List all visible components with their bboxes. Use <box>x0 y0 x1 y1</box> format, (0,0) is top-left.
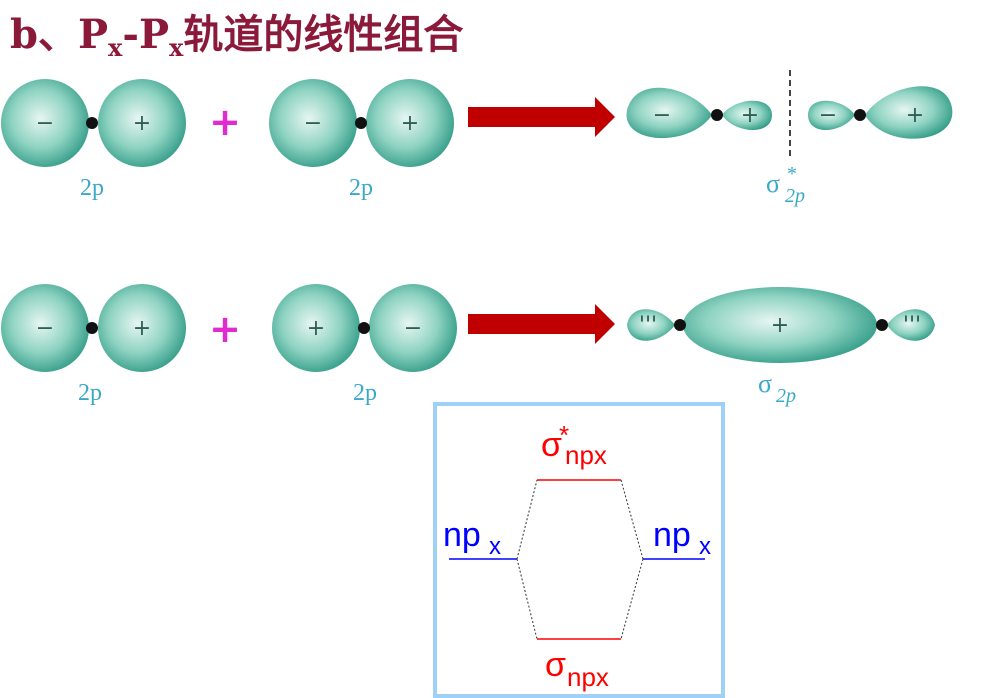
sign-minus: − <box>36 111 54 136</box>
antibonding-subscript: npx <box>565 440 607 470</box>
row1-arrow <box>468 97 615 137</box>
sign-plus: + <box>133 316 151 341</box>
arrow-head <box>595 304 615 344</box>
correlation-line <box>516 479 538 560</box>
row2-orbital1: − + 2p <box>1 284 186 406</box>
plus-operator: + <box>209 307 241 351</box>
row1-antibonding-mo: − + − + σ * 2p <box>626 70 953 207</box>
mo-energy-diagram: σ * npx np x np x σ npx <box>433 402 725 698</box>
nucleus-dot <box>674 319 686 331</box>
arrow-shaft <box>468 314 598 334</box>
sign-minus: − <box>36 316 54 341</box>
left-ao-label: np <box>443 516 481 554</box>
sign: + <box>771 313 789 338</box>
lobe-small <box>722 100 772 131</box>
lobe-positive <box>366 79 454 167</box>
lobe-large <box>865 86 953 139</box>
correlation-line <box>516 558 538 640</box>
antibonding-star: * <box>559 420 569 450</box>
nucleus-dot <box>86 322 98 334</box>
sign-minus: − <box>304 111 322 136</box>
row1-orbital2: − + 2p <box>269 79 454 201</box>
sign-plus: + <box>133 111 151 136</box>
plus-operator: + <box>209 100 241 144</box>
lobe-small <box>887 309 935 341</box>
lobe-small <box>808 100 855 131</box>
lobe-positive <box>98 79 186 167</box>
sign: ''' <box>903 313 921 338</box>
lobe-large <box>626 87 712 139</box>
sign: ''' <box>639 313 657 338</box>
antibonding-sigma: σ <box>541 426 562 464</box>
sign: + <box>906 103 924 128</box>
correlation-lines <box>516 479 644 640</box>
sign-plus: + <box>307 316 325 341</box>
label-subscript: 2p <box>776 385 796 407</box>
right-ao-subscript: x <box>699 533 711 560</box>
orbital-label: 2p <box>353 380 377 406</box>
nucleus-dot <box>711 109 723 121</box>
lobe-positive <box>272 284 360 372</box>
lobe-negative <box>1 79 89 167</box>
bonding-subscript: npx <box>567 662 609 692</box>
orbital-label: 2p <box>78 380 102 406</box>
label-subscript: 2p <box>785 185 805 207</box>
nucleus-dot <box>86 117 98 129</box>
page-title: b、Px-Px轨道的线性组合 <box>10 11 464 62</box>
orbital-label: 2p <box>80 175 104 201</box>
sigma-star-label: σ <box>766 169 780 198</box>
sign: + <box>741 103 759 128</box>
lobe-negative <box>1 284 89 372</box>
nucleus-dot <box>358 322 370 334</box>
correlation-line <box>620 479 644 560</box>
lobe-negative <box>369 284 457 372</box>
sign: − <box>819 103 837 128</box>
bonding-sigma: σ <box>545 646 566 684</box>
lobe-central <box>683 287 877 363</box>
orbital-label: 2p <box>349 175 373 201</box>
correlation-line <box>620 558 644 640</box>
nucleus-dot <box>876 319 888 331</box>
star-mark: * <box>787 163 797 185</box>
row2-orbital2: + − 2p <box>272 284 457 406</box>
row2-bonding-mo: ''' + ''' σ 2p <box>627 287 935 407</box>
lobe-positive <box>98 284 186 372</box>
sign-plus: + <box>401 111 419 136</box>
arrow-shaft <box>468 107 598 127</box>
sigma-label: σ <box>758 369 772 398</box>
lobe-negative <box>269 79 357 167</box>
sign: − <box>653 103 671 128</box>
left-ao-subscript: x <box>489 533 501 560</box>
nucleus-dot <box>355 117 367 129</box>
nucleus-dot <box>854 109 866 121</box>
row2-arrow <box>468 304 615 344</box>
sign-minus: − <box>404 316 422 341</box>
right-ao-label: np <box>653 516 691 554</box>
lobe-small <box>627 309 675 341</box>
arrow-head <box>595 97 615 137</box>
mo-energy-svg: σ * npx np x np x σ npx <box>443 420 711 692</box>
row1-orbital1: − + 2p <box>1 79 186 201</box>
